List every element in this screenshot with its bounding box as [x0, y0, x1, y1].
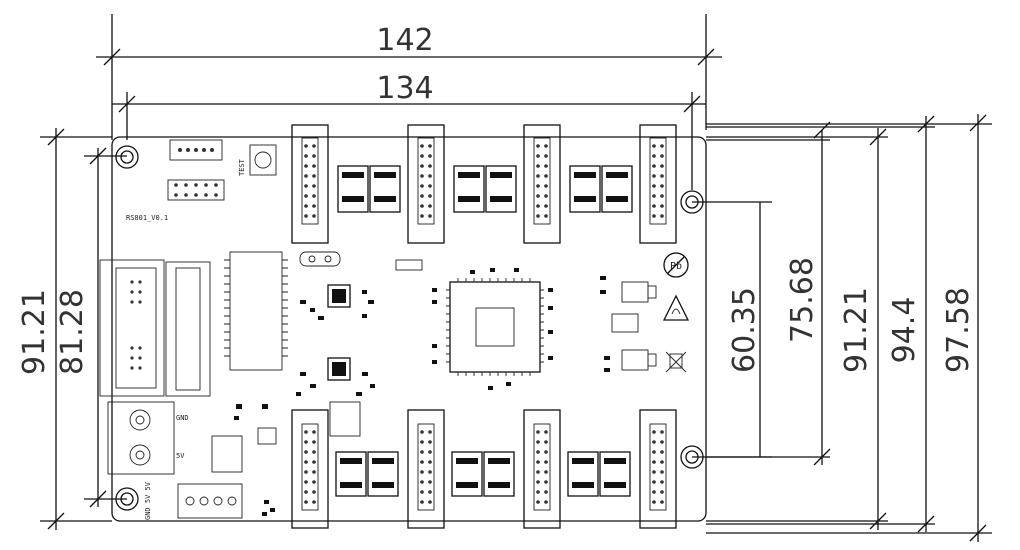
crystal [299, 251, 341, 267]
dim-75-68-label: 75.68 [785, 257, 820, 343]
dim-97-58-label: 97.58 [941, 287, 976, 373]
driver-chips-top-3 [569, 165, 633, 213]
mounting-hole-bottom-left [115, 487, 139, 511]
5v-label: 5V [176, 452, 185, 460]
pb-free-icon: Pb [663, 252, 689, 278]
smd-block-bottom [329, 401, 361, 437]
small-ic-2 [327, 357, 351, 381]
dimension-94-4: 94.4 [706, 115, 935, 533]
mounting-hole-top-left [115, 145, 139, 169]
top-header-2x5 [167, 179, 225, 201]
driver-chips-bottom-2 [451, 451, 515, 497]
driver-chips-bottom-1 [335, 451, 399, 497]
ribbon-header-left [165, 261, 211, 397]
hub-header-top-1 [291, 124, 329, 244]
driver-chips-top-2 [453, 165, 517, 213]
small-ic-1 [327, 284, 351, 308]
hub-header-bottom-1 [291, 409, 329, 529]
dimension-75-68: 75.68 [706, 121, 831, 466]
test-button: TEST [238, 144, 277, 176]
regulator-part [211, 427, 277, 473]
hub-header-bottom-4 [639, 409, 677, 529]
test-label: TEST [238, 158, 246, 176]
dim-94-4-label: 94.4 [887, 297, 922, 364]
pb-label: Pb [670, 261, 682, 272]
weee-bin-icon [665, 351, 687, 373]
ethernet-connector [99, 259, 165, 397]
small-smd-top [395, 259, 423, 271]
dimension-134: 134 [112, 71, 706, 190]
qfp-processor [446, 278, 544, 376]
dim-91-21-right-label: 91.21 [839, 287, 874, 373]
dim-81-28-label: 81.28 [55, 289, 90, 375]
hub-header-bottom-3 [523, 409, 561, 529]
hub-header-top-4 [639, 124, 677, 244]
regulator-right-3 [621, 349, 657, 371]
smd-cluster [234, 268, 610, 516]
model-label: RS801_V0.1 [126, 214, 168, 222]
board-outline [111, 136, 707, 522]
esd-warning-icon [662, 294, 690, 321]
dimension-97-58: 97.58 [706, 114, 992, 542]
bottom-pins-label: GND 5V 5V [144, 481, 152, 520]
dimension-91-21-left: 91.21 [17, 128, 112, 530]
regulator-right-2 [611, 313, 639, 333]
dimension-60-35: 60.35 [692, 201, 772, 458]
dimension-91-21-right: 91.21 [706, 128, 888, 530]
driver-chips-top-1 [337, 165, 401, 213]
power-terminal [107, 401, 175, 475]
dimension-142: 142 [96, 14, 722, 140]
top-header-small [169, 139, 223, 161]
dim-91-21-left-label: 91.21 [17, 289, 52, 375]
dimension-81-28: 81.28 [55, 147, 127, 508]
mounting-hole-bottom-right [680, 445, 704, 469]
hub-header-bottom-2 [407, 409, 445, 529]
hub-header-top-3 [523, 124, 561, 244]
main-ic-chip [224, 251, 288, 371]
gnd-label: GND [176, 414, 189, 422]
dim-142-label: 142 [376, 23, 433, 58]
regulator-right-1 [621, 281, 657, 303]
bottom-4pin-header [177, 483, 243, 519]
dim-60-35-label: 60.35 [727, 287, 762, 373]
driver-chips-bottom-3 [567, 451, 631, 497]
mounting-hole-top-right [680, 190, 704, 214]
hub-header-top-2 [407, 124, 445, 244]
dim-134-label: 134 [376, 71, 433, 106]
